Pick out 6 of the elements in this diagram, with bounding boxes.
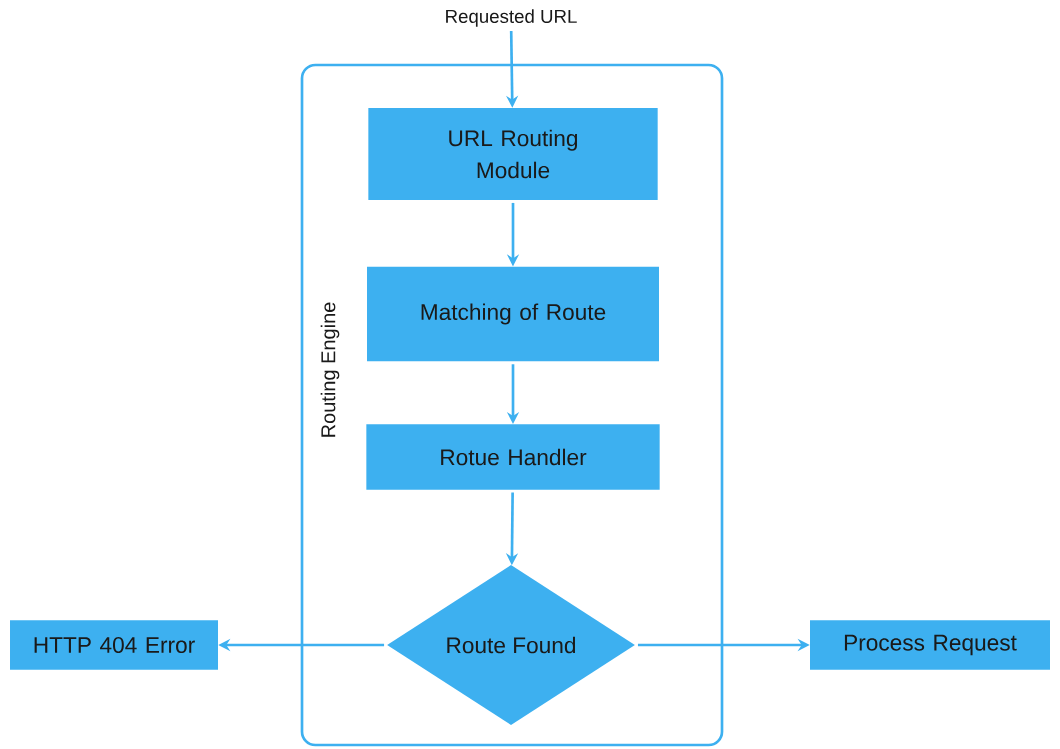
process-box: HTTP 404 Error [10, 620, 218, 670]
url-label: Requested URL [446, 9, 577, 27]
process-box: Process Request [810, 620, 1050, 670]
process-box: URL Routing Module [368, 108, 658, 200]
process-box: Matching of Route [367, 266, 659, 362]
process-box: Rotue Handler [366, 424, 660, 490]
